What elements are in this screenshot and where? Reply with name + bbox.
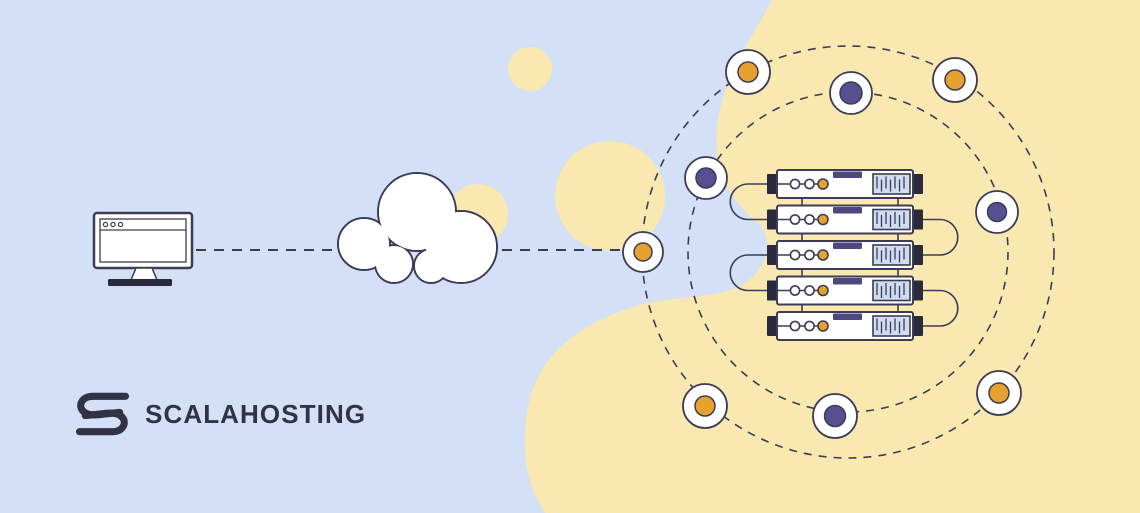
- server-unit: [766, 240, 924, 270]
- scalahosting-s-icon: [75, 392, 130, 436]
- orbit-node-icon: [622, 231, 664, 273]
- orbit-node-icon: [976, 370, 1022, 416]
- orbit-node-icon: [975, 190, 1019, 234]
- orbit-node-icon: [684, 156, 728, 200]
- server-unit: [766, 275, 924, 306]
- server-unit: [766, 311, 924, 341]
- orbit-node-icon: [725, 49, 771, 95]
- window-control-dots: [102, 221, 124, 228]
- server-unit: [766, 169, 924, 199]
- decor-circle: [555, 141, 665, 251]
- server-connectors: [801, 198, 899, 312]
- server-cable-loops: [729, 183, 959, 327]
- brand-wordmark: SCALAHOSTING: [145, 398, 367, 429]
- monitor-base: [108, 279, 172, 286]
- orbit-node-icon: [682, 383, 728, 429]
- computer-monitor-icon: [92, 211, 194, 286]
- orbit-node-icon: [829, 71, 873, 115]
- brand-logo: SCALAHOSTING: [73, 391, 366, 437]
- cloud-icon: [337, 172, 498, 284]
- decor-circle: [508, 47, 552, 91]
- monitor-stand: [129, 267, 159, 281]
- orbit-node-icon: [932, 57, 978, 103]
- server-unit: [766, 204, 924, 235]
- orbit-node-icon: [812, 393, 858, 439]
- server-stack-icon: [729, 169, 959, 341]
- orbit-nodes: [622, 49, 1022, 439]
